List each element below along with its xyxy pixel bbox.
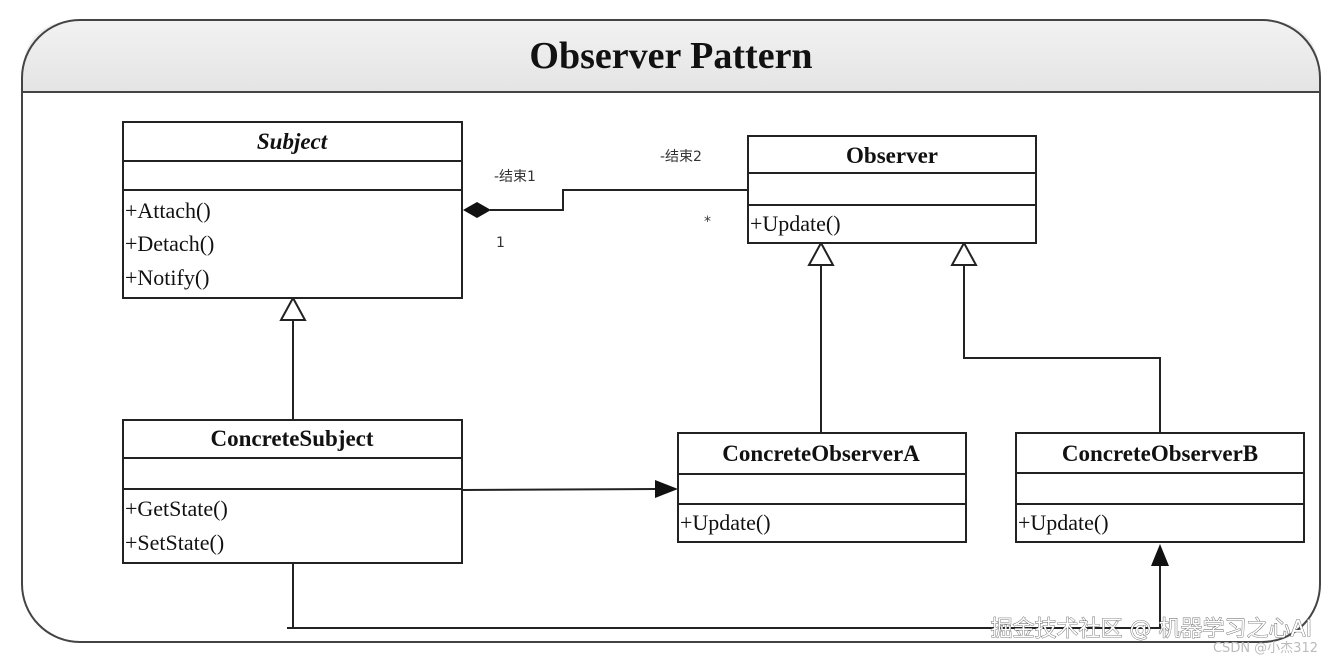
class-concrete-observer-a-name: ConcreteObserverA: [722, 441, 920, 466]
association-role-end2: -结束2: [660, 149, 702, 165]
class-subject-method: +Detach(): [125, 231, 214, 256]
association-line-subject-observer-b: [292, 563, 1161, 629]
class-concrete-observer-b-name: ConcreteObserverB: [1062, 441, 1258, 466]
association-line: [490, 189, 748, 211]
class-concrete-observer-b-method: +Update(): [1018, 510, 1109, 535]
class-concrete-subject: ConcreteSubject +GetState() +SetState(): [122, 419, 463, 564]
frame-title: Observer Pattern: [529, 35, 812, 77]
class-concrete-subject-method: +GetState(): [125, 496, 228, 521]
connectors: -结束1 -结束2 1 *: [279, 149, 1169, 629]
class-concrete-subject-name: ConcreteSubject: [210, 426, 373, 451]
class-concrete-observer-b: ConcreteObserverB +Update(): [1015, 432, 1305, 543]
association-line-subject-observer-a: [461, 488, 658, 491]
association-role-end1: -结束1: [494, 169, 536, 185]
association-arrowhead-observer-a: [655, 480, 678, 498]
class-subject-method: +Notify(): [125, 265, 210, 290]
association-arrowhead-observer-b: [1151, 544, 1169, 566]
watermark-sub: CSDN @小杰312: [1213, 641, 1318, 656]
class-concrete-observer-a-method: +Update(): [680, 510, 771, 535]
watermark: 掘金技术社区 @ 机器学习之心AI CSDN @小杰312: [990, 617, 1318, 656]
class-observer-method: +Update(): [750, 211, 841, 236]
class-concrete-subject-method: +SetState(): [125, 530, 224, 555]
watermark-main: 掘金技术社区 @ 机器学习之心AI: [990, 617, 1312, 642]
class-observer: Observer +Update(): [747, 135, 1037, 244]
class-subject: Subject +Attach() +Detach() +Notify(): [122, 121, 463, 299]
class-concrete-observer-a: ConcreteObserverA +Update(): [677, 432, 967, 543]
class-subject-name: Subject: [257, 129, 328, 154]
class-subject-method: +Attach(): [125, 198, 211, 223]
generalization-line-observer-b: [963, 265, 1161, 433]
generalization-arrowhead-subject: [279, 295, 307, 321]
composition-diamond: [463, 202, 491, 218]
association-multiplicity-end2: *: [704, 214, 711, 230]
generalization-arrowhead-observer-b: [950, 240, 978, 266]
diagram-frame: Observer Pattern: [21, 19, 1321, 643]
association-multiplicity-end1: 1: [496, 235, 505, 251]
generalization-arrowhead-observer-a: [807, 240, 835, 266]
class-observer-name: Observer: [846, 143, 938, 168]
